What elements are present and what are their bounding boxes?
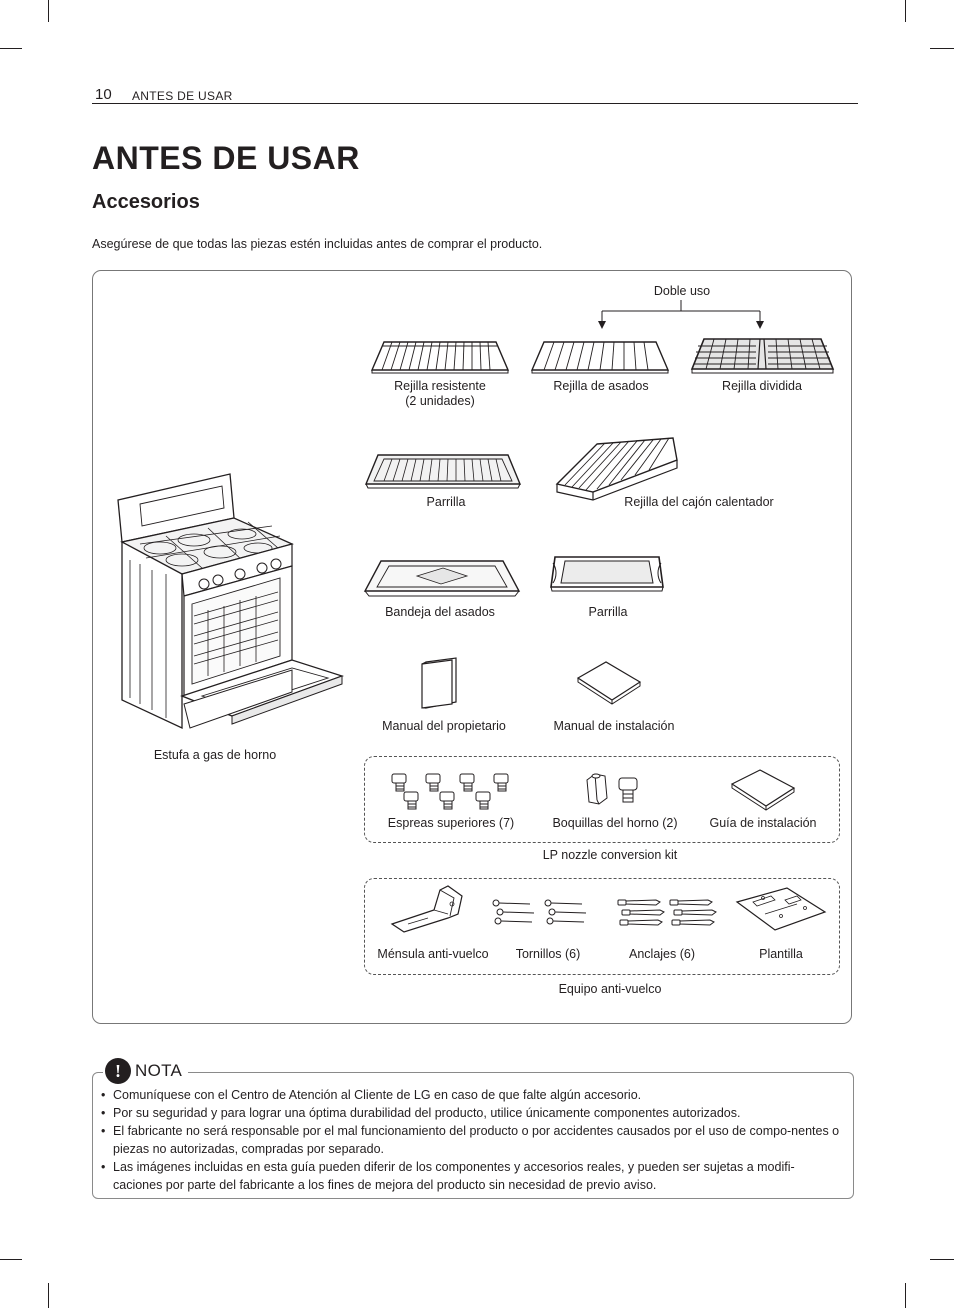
grill-pan-icon bbox=[364, 450, 522, 490]
note-item: Por su seguridad y para lograr una óptim… bbox=[99, 1104, 841, 1122]
split-rack-caption: Rejilla dividida bbox=[722, 379, 802, 393]
oven-nozzles-icon bbox=[583, 770, 643, 810]
section-title: Accesorios bbox=[92, 191, 200, 213]
note-item: Las imágenes incluidas en esta guía pued… bbox=[99, 1158, 841, 1194]
broil-pan-caption: Bandeja del asados bbox=[385, 605, 495, 619]
installation-guide-icon bbox=[728, 768, 798, 812]
note-item: El fabricante no será responsable por el… bbox=[99, 1122, 841, 1158]
crop-mark bbox=[0, 48, 22, 49]
accessories-figure-frame bbox=[92, 270, 852, 1024]
exclamation-icon: ! bbox=[105, 1058, 131, 1084]
anti-tip-bracket-caption: Ménsula anti-vuelco bbox=[377, 947, 489, 961]
anchors-caption: Anclajes (6) bbox=[629, 947, 695, 961]
lp-kit-label: LP nozzle conversion kit bbox=[542, 848, 678, 862]
note-header: ! NOTA bbox=[103, 1058, 189, 1084]
installation-manual-icon bbox=[574, 660, 644, 706]
template-caption: Plantilla bbox=[759, 947, 803, 961]
broil-pan-icon bbox=[363, 558, 521, 598]
top-nozzles-caption: Espreas superiores (7) bbox=[387, 816, 515, 830]
split-rack-icon bbox=[690, 336, 835, 374]
owners-manual-icon bbox=[420, 656, 460, 710]
range-caption: Estufa a gas de horno bbox=[153, 748, 277, 762]
griddle-icon bbox=[549, 553, 665, 593]
top-nozzles-icon bbox=[386, 768, 516, 812]
page-number: 10 bbox=[95, 86, 112, 103]
anti-tip-kit-label: Equipo anti-vuelco bbox=[558, 982, 662, 996]
gas-range-icon bbox=[112, 470, 344, 730]
broil-rack-caption: Rejilla de asados bbox=[553, 379, 649, 393]
broil-rack-icon bbox=[530, 338, 670, 374]
dual-use-arrows bbox=[598, 300, 764, 329]
note-title: NOTA bbox=[135, 1061, 183, 1080]
heavy-duty-rack-icon bbox=[370, 338, 510, 374]
anti-tip-kit-box bbox=[364, 878, 840, 975]
warming-drawer-rack-icon bbox=[553, 434, 681, 506]
anti-tip-bracket-icon bbox=[388, 884, 468, 934]
crop-mark bbox=[905, 1283, 906, 1308]
screws-caption: Tornillos (6) bbox=[515, 947, 581, 961]
running-header: ANTES DE USAR bbox=[132, 89, 233, 103]
crop-mark bbox=[0, 1259, 22, 1260]
warming-drawer-rack-caption: Rejilla del cajón calentador bbox=[624, 495, 774, 509]
owners-manual-caption: Manual del propietario bbox=[382, 719, 506, 733]
crop-mark bbox=[905, 0, 906, 22]
grill-caption: Parrilla bbox=[426, 495, 466, 509]
oven-nozzles-caption: Boquillas del horno (2) bbox=[552, 816, 678, 830]
heavy-rack-qty: (2 unidades) bbox=[405, 394, 475, 408]
screws-icon bbox=[490, 898, 590, 928]
installation-guide-caption: Guía de instalación bbox=[709, 816, 817, 830]
header-rule bbox=[92, 103, 858, 104]
note-box bbox=[92, 1072, 854, 1199]
page-title: ANTES DE USAR bbox=[92, 140, 360, 176]
anchors-icon bbox=[616, 896, 718, 930]
installation-manual-caption: Manual de instalación bbox=[553, 719, 675, 733]
crop-mark bbox=[48, 1283, 49, 1308]
griddle-caption: Parrilla bbox=[588, 605, 628, 619]
note-item: Comuníquese con el Centro de Atención al… bbox=[99, 1086, 841, 1104]
note-list: Comuníquese con el Centro de Atención al… bbox=[99, 1086, 841, 1194]
crop-mark bbox=[930, 48, 954, 49]
lp-kit-box bbox=[364, 756, 840, 843]
heavy-rack-caption: Rejilla resistente bbox=[394, 379, 486, 393]
template-icon bbox=[735, 886, 827, 932]
intro-text: Asegúrese de que todas las piezas estén … bbox=[92, 237, 543, 251]
crop-mark bbox=[48, 0, 49, 22]
dual-use-label: Doble uso bbox=[653, 284, 711, 298]
crop-mark bbox=[930, 1259, 954, 1260]
